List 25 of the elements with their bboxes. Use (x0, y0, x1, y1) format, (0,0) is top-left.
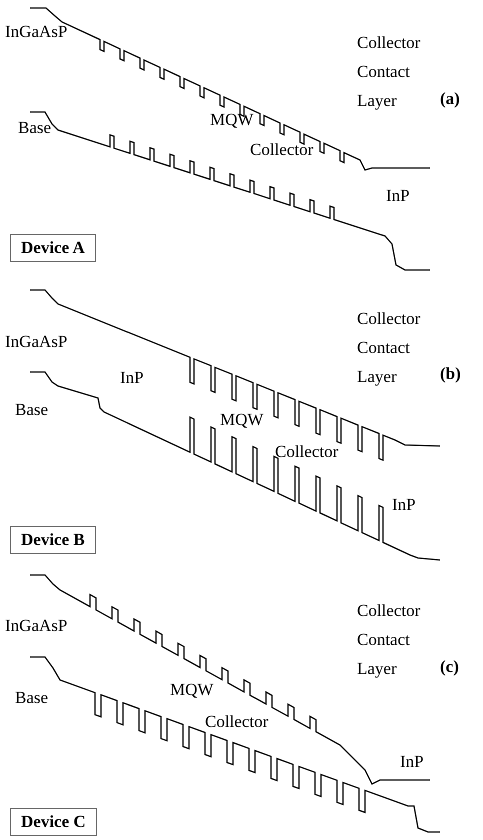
text-label: InP (386, 186, 410, 206)
device-label: Device C (10, 808, 97, 836)
text-label: MQW (210, 110, 254, 130)
text-label: MQW (170, 680, 214, 700)
text-label: InGaAsP (5, 22, 68, 42)
layer-label: Collector Contact Layer (357, 32, 422, 112)
text-label: InP (392, 495, 416, 515)
text-label: Base (15, 400, 48, 420)
text-label: Collector (250, 140, 314, 160)
text-label: MQW (220, 410, 264, 430)
text-label: (c) (440, 657, 459, 677)
device-label: Device A (10, 234, 96, 262)
text-label: Collector (205, 712, 268, 732)
device-label: Device B (10, 526, 96, 554)
layer-label: Collector Contact Layer (357, 600, 422, 680)
text-label: Base (18, 118, 52, 138)
text-label: Base (15, 688, 48, 708)
text-label: InGaAsP (5, 332, 68, 352)
text-label: (a) (440, 89, 460, 109)
text-label: InP (120, 368, 144, 388)
text-label: InP (400, 752, 424, 772)
text-label: (b) (440, 364, 461, 384)
text-label: Collector (275, 442, 338, 462)
text-label: InGaAsP (5, 616, 68, 636)
layer-label: Collector Contact Layer (357, 308, 422, 388)
